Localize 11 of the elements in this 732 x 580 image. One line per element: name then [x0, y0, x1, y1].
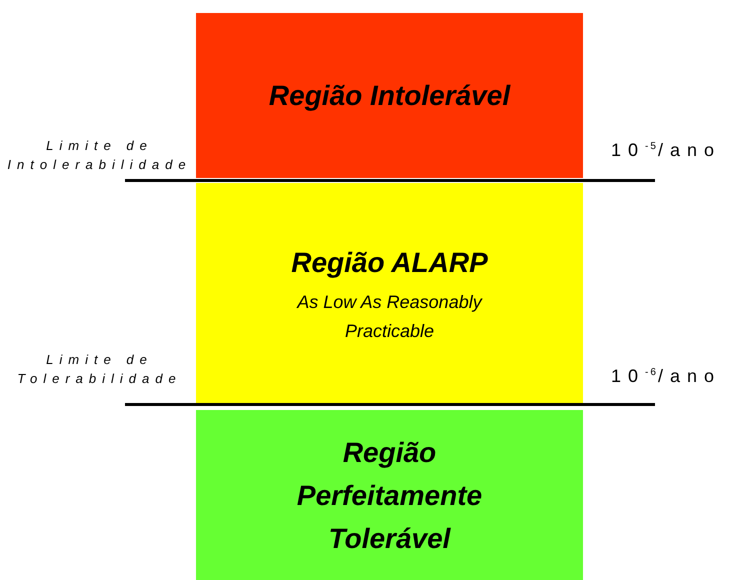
frequency-label: 10$^{-6}$/ano: [611, 366, 721, 387]
limit-label: Limite de Tolerabilidade: [16, 351, 183, 388]
region-description: As Low As Reasonably Practicable: [296, 290, 484, 342]
region-title: Região Intolerável: [268, 79, 512, 113]
frequency-label: 10$^{-5}$/ano: [611, 140, 721, 161]
region-title: Região ALARP: [290, 246, 489, 280]
alarp-region-band: [196, 183, 583, 403]
tolerable-region-band: [196, 410, 583, 580]
intolerable-region-band: [196, 13, 583, 178]
region-title: Região Perfeitamente Tolerável: [296, 436, 484, 556]
limit-label: Limite de Intolerabilidade: [7, 137, 192, 174]
